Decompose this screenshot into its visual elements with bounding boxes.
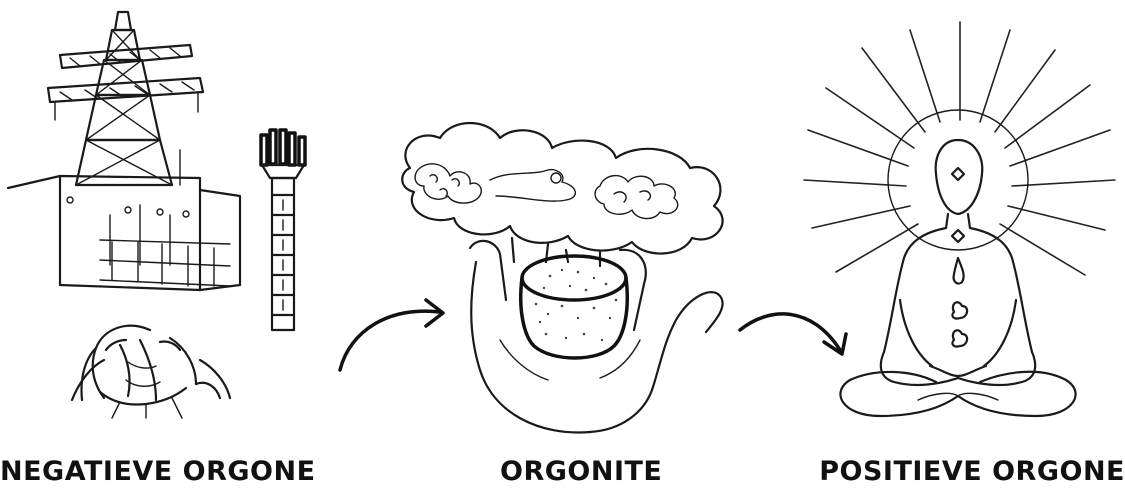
arrow-to-orgonite-icon (340, 300, 443, 370)
arrow-to-positive-icon (740, 314, 846, 354)
chakra-icon (952, 168, 967, 347)
positive-panel (804, 22, 1115, 416)
meditating-person-icon (840, 140, 1075, 416)
power-pylon-icon (48, 12, 203, 185)
orgonite-panel (402, 123, 722, 432)
caption-orgonite: ORGONITE (500, 452, 640, 492)
open-hand-icon (470, 241, 723, 433)
stressed-person-icon (72, 326, 230, 418)
radiant-rays-icon (804, 22, 1115, 275)
cell-tower-icon (261, 130, 305, 330)
thought-cloud-icon (402, 123, 722, 262)
building-icon (8, 176, 240, 290)
orgonite-puck-icon (521, 256, 628, 358)
caption-positive-orgone: POSITIEVE ORGONE (796, 452, 1125, 492)
negative-panel (8, 12, 305, 418)
caption-negative-orgone: NEGATIEVE ORGONE (0, 452, 340, 492)
